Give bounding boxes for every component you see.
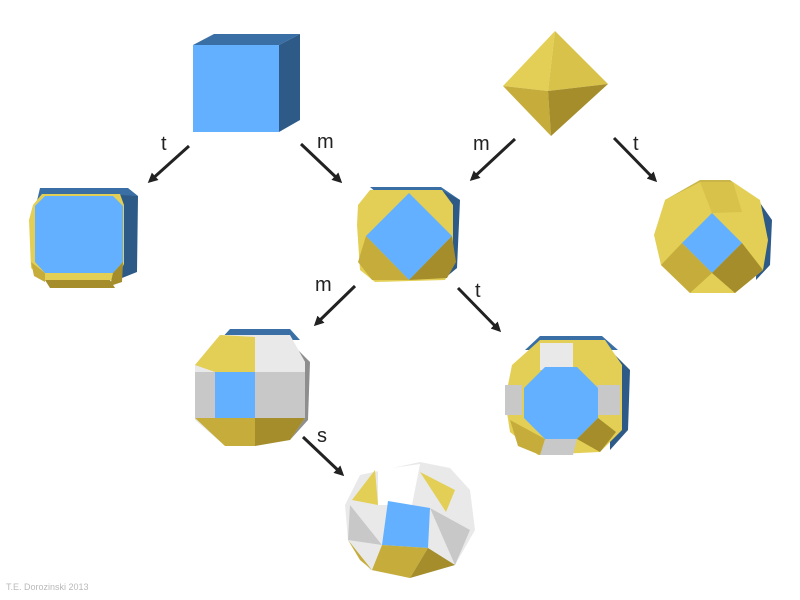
- arrow-rhombicuboctahedron-snub: [301, 435, 345, 477]
- label-cube-cuboctahedron: m: [317, 131, 334, 153]
- arrow-cuboctahedron-truncated: [456, 286, 502, 333]
- label-rhombicuboctahedron-snub: s: [317, 425, 327, 447]
- arrows: [147, 136, 658, 477]
- arrow-cuboctahedron-rhombicuboctahedron: [313, 284, 357, 327]
- arrow-octahedron-cuboctahedron: [469, 137, 517, 182]
- truncated-cube-shape: [29, 188, 138, 288]
- arrow-cube-cuboctahedron: [299, 142, 343, 184]
- label-cuboctahedron-truncated: t: [475, 280, 481, 302]
- truncated-cuboctahedron-shape: [505, 336, 630, 455]
- octahedron-shape: [503, 31, 608, 136]
- label-cuboctahedron-rhombicuboctahedron: m: [315, 274, 332, 296]
- cuboctahedron-shape: [357, 187, 460, 282]
- credit-text: T.E. Dorozinski 2013: [6, 582, 89, 592]
- label-cube-truncated: t: [161, 133, 167, 155]
- truncated-octahedron-shape: [654, 180, 772, 293]
- arrow-octahedron-truncated: [612, 136, 658, 183]
- label-octahedron-cuboctahedron: m: [473, 133, 490, 155]
- label-octahedron-truncated: t: [633, 133, 639, 155]
- snub-cube-shape: [345, 462, 475, 578]
- rhombicuboctahedron-shape: [195, 329, 310, 446]
- cube-shape: [193, 34, 300, 132]
- arrow-cube-truncated: [147, 144, 191, 184]
